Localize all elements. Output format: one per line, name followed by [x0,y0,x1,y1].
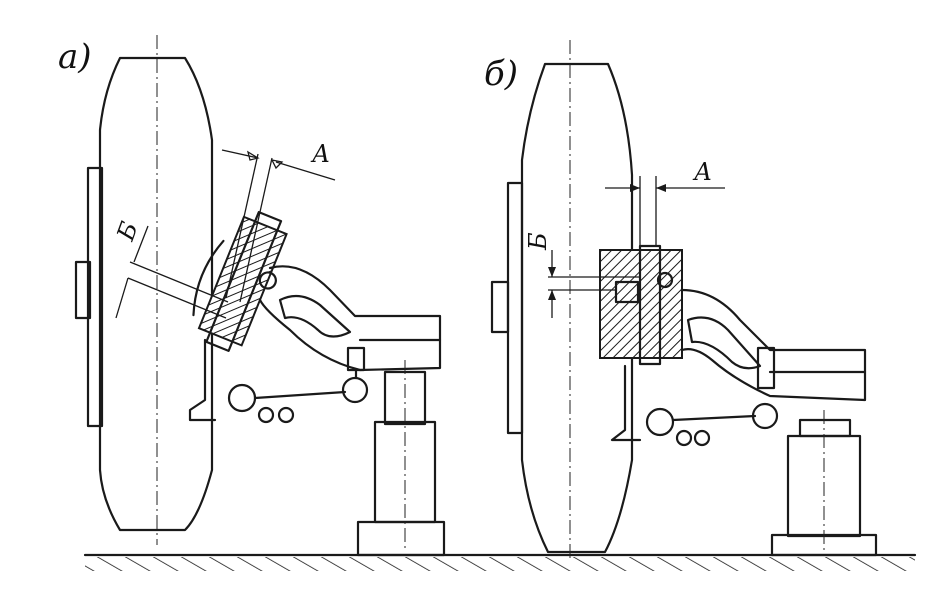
dim-b-label-b: Б [524,232,552,251]
knuckle-a [192,211,288,352]
arm-a [258,265,442,372]
dimension-b-b: Б [524,232,640,318]
ground-line [83,553,917,571]
knuckle-b [599,244,683,366]
dim-a-label-a: А [310,140,330,168]
dial-indicator-b [610,346,779,447]
dial-indicator-a [188,338,369,424]
dimension-a-b: А [605,158,725,246]
dimension-a-a: А [221,140,336,303]
panel-b: б) А [484,40,878,560]
panel-b-label: б) [484,54,518,94]
arm-b [680,288,867,402]
dim-a-label-b: А [692,158,712,186]
panel-a-label: а) [58,37,92,77]
dim-b-label-a: Б [111,218,144,245]
wheel-a [74,35,214,545]
wheel-b [490,40,634,560]
panel-a: а) А [58,35,446,557]
jack-a [356,360,446,557]
jack-b [770,410,878,557]
